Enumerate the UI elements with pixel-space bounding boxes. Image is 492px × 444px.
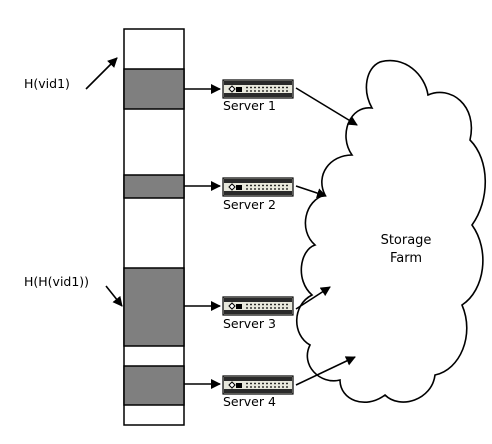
server-3-label: Server 3 xyxy=(223,316,276,331)
hash-vid1-label: H(vid1) xyxy=(24,76,70,91)
hash-hash-vid1-arrow xyxy=(105,285,123,307)
column-segment-3 xyxy=(123,267,185,347)
server-2-label: Server 2 xyxy=(223,197,276,212)
column-segment-2 xyxy=(123,174,185,199)
storage-farm-title-line2: Farm xyxy=(390,251,422,266)
server-4-label: Server 4 xyxy=(223,394,276,409)
server-1-label: Server 1 xyxy=(223,98,276,113)
column-segment-1 xyxy=(123,68,185,110)
server-2-storage-arrow xyxy=(295,185,327,198)
storage-farm-cloud xyxy=(296,59,487,404)
server-4-storage-arrow xyxy=(295,356,356,386)
hash-hash-vid1-label: H(H(vid1)) xyxy=(24,274,89,289)
server-3-storage-arrow xyxy=(295,286,331,310)
server-3-icon xyxy=(222,296,294,316)
hash-vid1-arrow xyxy=(85,57,118,90)
server-1-icon xyxy=(222,79,294,99)
server-4-icon xyxy=(222,375,294,395)
server-1-storage-arrow xyxy=(295,87,358,126)
column-segment-4 xyxy=(123,365,185,406)
storage-farm-title-line1: Storage xyxy=(381,233,432,248)
server-2-icon xyxy=(222,177,294,197)
